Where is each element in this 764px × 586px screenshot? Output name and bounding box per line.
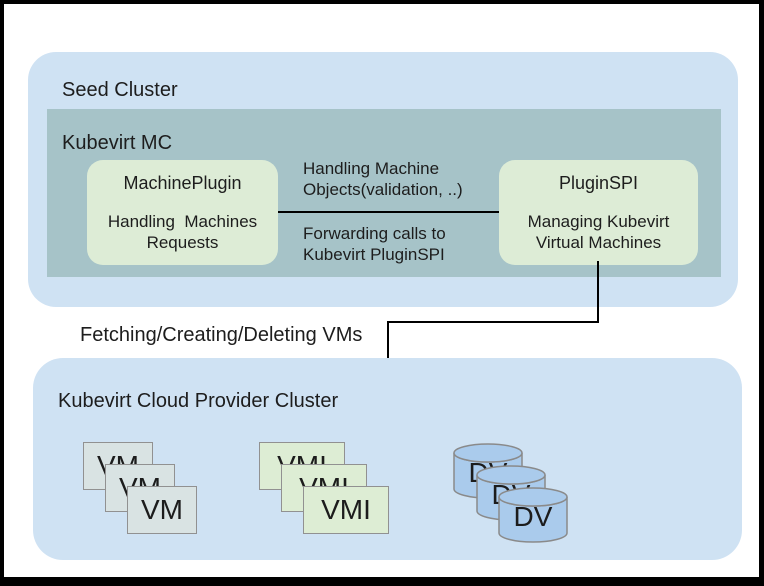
- plugin-spi-box: PluginSPI Managing Kubevirt Virtual Mach…: [499, 160, 698, 265]
- edge-label-handling: Handling Machine Objects(validation, ..): [303, 159, 463, 199]
- vmi-stack: VMI VMI VMI: [259, 442, 389, 534]
- edge-label-fetching: Fetching/Creating/Deleting VMs: [80, 324, 363, 346]
- machine-plugin-box: MachinePlugin Handling Machines Requests: [87, 160, 278, 265]
- vm-stack: VM VM VM: [83, 442, 197, 534]
- kubevirt-mc-label: Kubevirt MC: [62, 132, 173, 154]
- plugin-spi-description: Managing Kubevirt Virtual Machines: [527, 212, 670, 252]
- seed-cluster-label: Seed Cluster: [62, 79, 178, 101]
- vmi-label: VMI: [321, 494, 371, 525]
- edge-label-forwarding: Forwarding calls to Kubevirt PluginSPI: [303, 224, 446, 264]
- elbow-connector-segment-vertical-bottom: [387, 321, 389, 359]
- dv-cylinder-shape: DV: [498, 487, 568, 543]
- provider-cluster-label: Kubevirt Cloud Provider Cluster: [58, 390, 339, 412]
- machine-plugin-description: Handling Machines Requests: [107, 212, 258, 252]
- elbow-connector-segment-horizontal: [387, 321, 599, 323]
- plugin-spi-title: PluginSPI: [558, 173, 639, 193]
- machine-plugin-title: MachinePlugin: [123, 173, 242, 193]
- cylinder-icon: [498, 487, 568, 543]
- dv-stack: DV DV DV: [453, 443, 569, 543]
- vmi-shape: VMI: [303, 486, 389, 534]
- dv-label: DV: [513, 501, 553, 532]
- vm-shape: VM: [127, 486, 197, 534]
- elbow-connector-segment-vertical-top: [597, 261, 599, 323]
- vm-label: VM: [141, 494, 183, 525]
- connector-line-machineplugin-pluginspi: [278, 211, 499, 213]
